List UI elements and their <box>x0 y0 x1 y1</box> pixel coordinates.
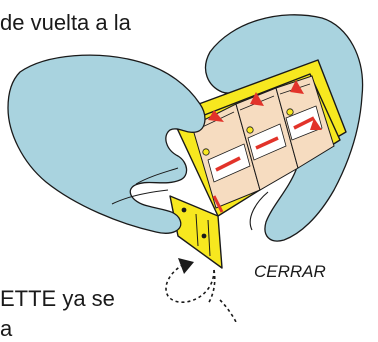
instruction-text-bottom: ETTE ya se <box>0 286 115 311</box>
rotate-arrow-icon <box>165 258 237 322</box>
left-hand-icon <box>7 54 206 234</box>
instruction-text-bottom-2: a <box>0 316 13 341</box>
cassette-icon <box>169 59 347 269</box>
instruction-text-top: de vuelta a la <box>0 10 131 35</box>
diagram-canvas <box>7 14 364 322</box>
close-action-label: CERRAR <box>254 262 326 281</box>
tube-icon <box>275 75 335 169</box>
